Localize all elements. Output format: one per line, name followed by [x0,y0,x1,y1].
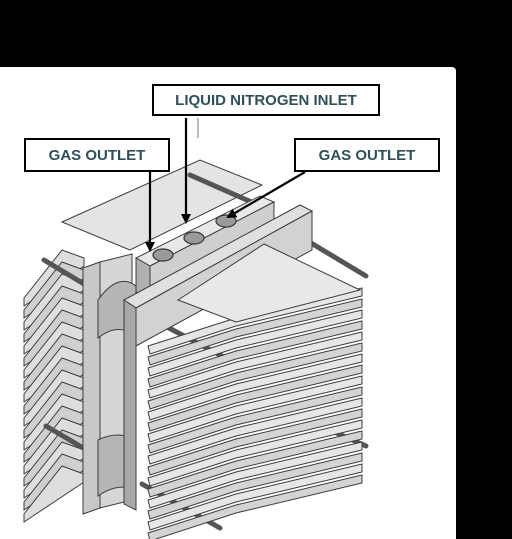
front-fin [147,375,363,443]
front-fin [147,441,363,509]
front-fin [147,298,363,366]
front-fin [147,419,363,487]
mounting-rod [41,257,87,287]
gas-outlet-port-right [215,214,237,228]
top-front-fin-plate [176,243,362,323]
front-fin [147,331,363,399]
leader-arrows [145,118,306,252]
gas-outlet-left-label: GAS OUTLET [24,138,170,172]
gas-outlet-right-label: GAS OUTLET [294,138,440,172]
front-fin [147,474,363,539]
front-fin [147,430,363,498]
left-fin-stack [23,249,85,523]
front-fin [147,342,363,410]
liquid-nitrogen-inlet-port [183,231,205,245]
front-fin [147,353,363,421]
front-fin [147,452,363,520]
front-fin [147,463,363,531]
front-fin [147,309,363,377]
front-fin [147,364,363,432]
front-fin [147,408,363,476]
front-fin [147,397,363,465]
gas-outlet-port-left [152,248,174,262]
left-flange-plate [82,261,101,515]
front-fin-stack [147,287,363,539]
liquid-nitrogen-inlet-label: LIQUID NITROGEN INLET [152,84,380,116]
front-fin [147,320,363,388]
outlet-right-leader [226,171,306,219]
front-fin [147,386,363,454]
